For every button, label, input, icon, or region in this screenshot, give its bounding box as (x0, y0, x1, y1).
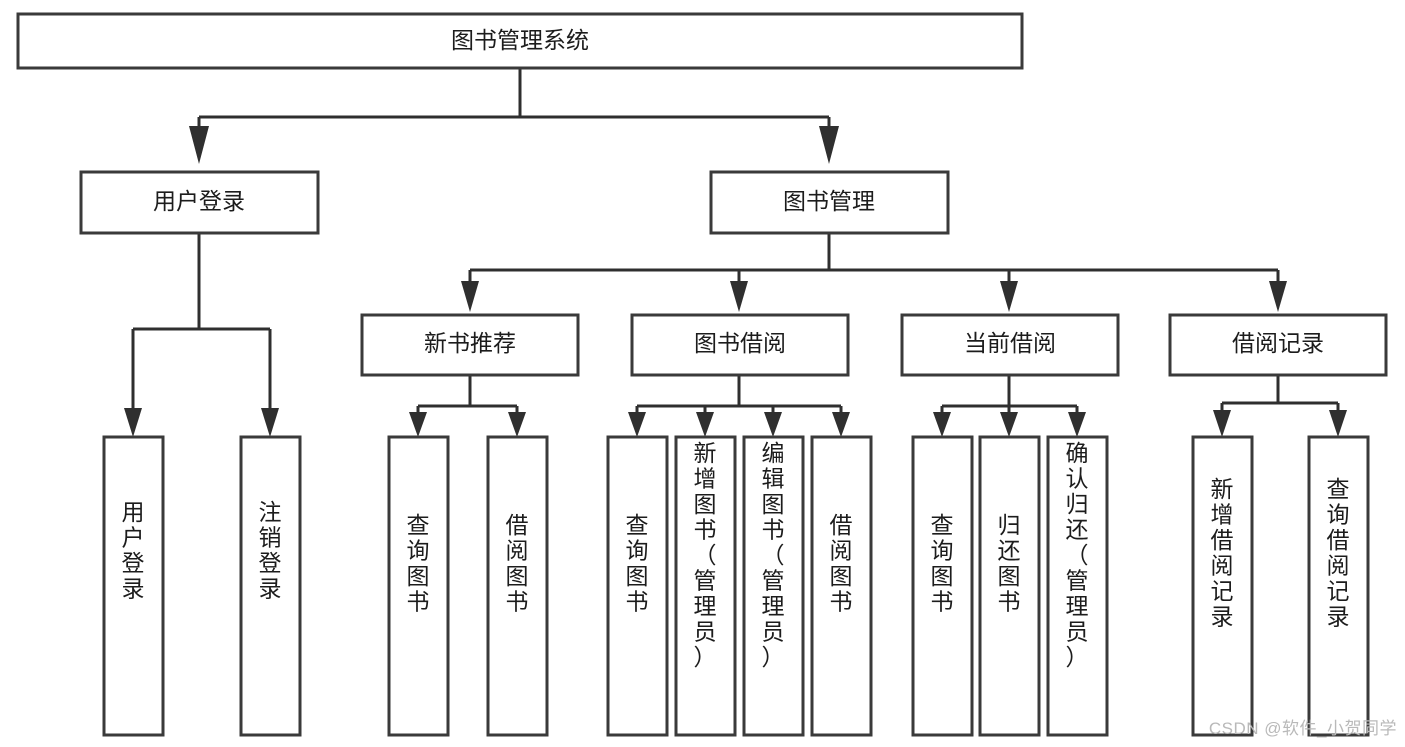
arrow-user-login-leaf1 (124, 408, 142, 437)
node-leaf-edit-book-box[interactable] (742, 435, 805, 737)
node-new-book-rec-box[interactable] (360, 313, 580, 377)
node-leaf-query-book-3-label: 查询图书 (931, 512, 954, 615)
arrow-book-borrow-leaf3 (764, 412, 782, 437)
arrow-current-borrow-leaf1 (933, 412, 951, 437)
node-current-borrow[interactable]: 当前借阅 (900, 313, 1120, 377)
node-leaf-borrow-book-2-box[interactable] (810, 435, 873, 737)
node-leaf-query-record-box[interactable] (1307, 435, 1370, 737)
node-leaf-user-logout[interactable]: 注销登录 (239, 435, 302, 737)
node-borrow-record-box[interactable] (1168, 313, 1388, 377)
node-leaf-query-record-label: 查询借阅记录 (1327, 476, 1350, 630)
arrow-to-book-borrow (730, 281, 748, 312)
arrow-new-book-rec-leaf2 (508, 412, 526, 437)
node-book-borrow[interactable]: 图书借阅 (630, 313, 850, 377)
node-leaf-borrow-book-2-label: 借阅图书 (830, 512, 853, 615)
node-book-borrow-box[interactable] (630, 313, 850, 377)
node-current-borrow-label: 当前借阅 (964, 330, 1056, 356)
arrow-current-borrow-leaf3 (1068, 412, 1086, 437)
node-leaf-query-book-1-box[interactable] (387, 435, 450, 737)
node-leaf-user-login[interactable]: 用户登录 (102, 435, 165, 737)
node-leaf-add-record[interactable]: 新增借阅记录 (1191, 435, 1254, 737)
node-leaf-add-book-label: 新增图书（管理员） (694, 440, 717, 670)
node-leaf-query-book-3-box[interactable] (911, 435, 974, 737)
arrow-current-borrow-leaf2 (1000, 412, 1018, 437)
node-leaf-query-book-1-label: 查询图书 (407, 512, 430, 615)
arrow-user-login-leaf2 (261, 408, 279, 437)
arrow-book-borrow-leaf2 (696, 412, 714, 437)
arrow-to-book-manage (819, 126, 839, 164)
node-leaf-confirm-return-label: 确认归还（管理员） (1066, 440, 1089, 670)
node-leaf-query-book-3[interactable]: 查询图书 (911, 435, 974, 737)
node-book-manage[interactable]: 图书管理 (709, 170, 950, 235)
node-leaf-borrow-book-2[interactable]: 借阅图书 (810, 435, 873, 737)
node-leaf-return-book-box[interactable] (978, 435, 1041, 737)
arrow-to-new-book-rec (461, 281, 479, 312)
arrow-book-borrow-leaf4 (832, 412, 850, 437)
node-new-book-rec[interactable]: 新书推荐 (360, 313, 580, 377)
node-leaf-edit-book-label: 编辑图书（管理员） (762, 440, 785, 670)
node-leaf-query-book-2[interactable]: 查询图书 (606, 435, 669, 737)
arrow-to-current-borrow (1000, 281, 1018, 312)
node-leaf-query-book-2-box[interactable] (606, 435, 669, 737)
node-leaf-add-record-label: 新增借阅记录 (1211, 476, 1234, 630)
node-leaf-return-book-label: 归还图书 (998, 512, 1021, 615)
node-leaf-add-book-box[interactable] (674, 435, 737, 737)
arrow-new-book-rec-leaf1 (409, 412, 427, 437)
node-leaf-add-record-box[interactable] (1191, 435, 1254, 737)
node-root-box[interactable] (16, 12, 1024, 70)
node-leaf-borrow-book-1-box[interactable] (486, 435, 549, 737)
node-book-manage-box[interactable] (709, 170, 950, 235)
node-leaf-add-book[interactable]: 新增图书（管理员） (674, 435, 737, 737)
arrow-to-borrow-record (1269, 281, 1287, 312)
node-user-login[interactable]: 用户登录 (79, 170, 320, 235)
node-leaf-borrow-book-1[interactable]: 借阅图书 (486, 435, 549, 737)
arrow-borrow-record-leaf2 (1329, 410, 1347, 437)
node-leaf-user-logout-label: 注销登录 (259, 499, 282, 602)
node-book-manage-label: 图书管理 (783, 188, 875, 214)
node-book-borrow-label: 图书借阅 (694, 330, 786, 356)
node-user-login-label: 用户登录 (153, 188, 245, 214)
node-leaf-query-record[interactable]: 查询借阅记录 (1307, 435, 1370, 737)
arrow-borrow-record-leaf1 (1213, 410, 1231, 437)
node-root-label: 图书管理系统 (451, 27, 589, 53)
node-current-borrow-box[interactable] (900, 313, 1120, 377)
node-user-login-box[interactable] (79, 170, 320, 235)
node-leaf-return-book[interactable]: 归还图书 (978, 435, 1041, 737)
node-leaf-confirm-return-box[interactable] (1046, 435, 1109, 737)
node-leaf-query-book-1[interactable]: 查询图书 (387, 435, 450, 737)
node-borrow-record[interactable]: 借阅记录 (1168, 313, 1388, 377)
node-leaf-borrow-book-1-label: 借阅图书 (506, 512, 529, 615)
node-leaf-user-login-box[interactable] (102, 435, 165, 737)
csdn-watermark: CSDN @软件_小贺同学 (1208, 719, 1397, 738)
node-root[interactable]: 图书管理系统 (16, 12, 1024, 70)
connector-layer (124, 68, 1347, 437)
node-borrow-record-label: 借阅记录 (1232, 330, 1324, 356)
node-leaf-query-book-2-label: 查询图书 (626, 512, 649, 615)
node-leaf-user-login-label: 用户登录 (122, 499, 145, 602)
node-leaf-user-logout-box[interactable] (239, 435, 302, 737)
node-new-book-rec-label: 新书推荐 (424, 330, 516, 356)
arrow-to-user-login (189, 126, 209, 164)
arrow-book-borrow-leaf1 (628, 412, 646, 437)
node-leaf-edit-book[interactable]: 编辑图书（管理员） (742, 435, 805, 737)
node-leaf-confirm-return[interactable]: 确认归还（管理员） (1046, 435, 1109, 737)
